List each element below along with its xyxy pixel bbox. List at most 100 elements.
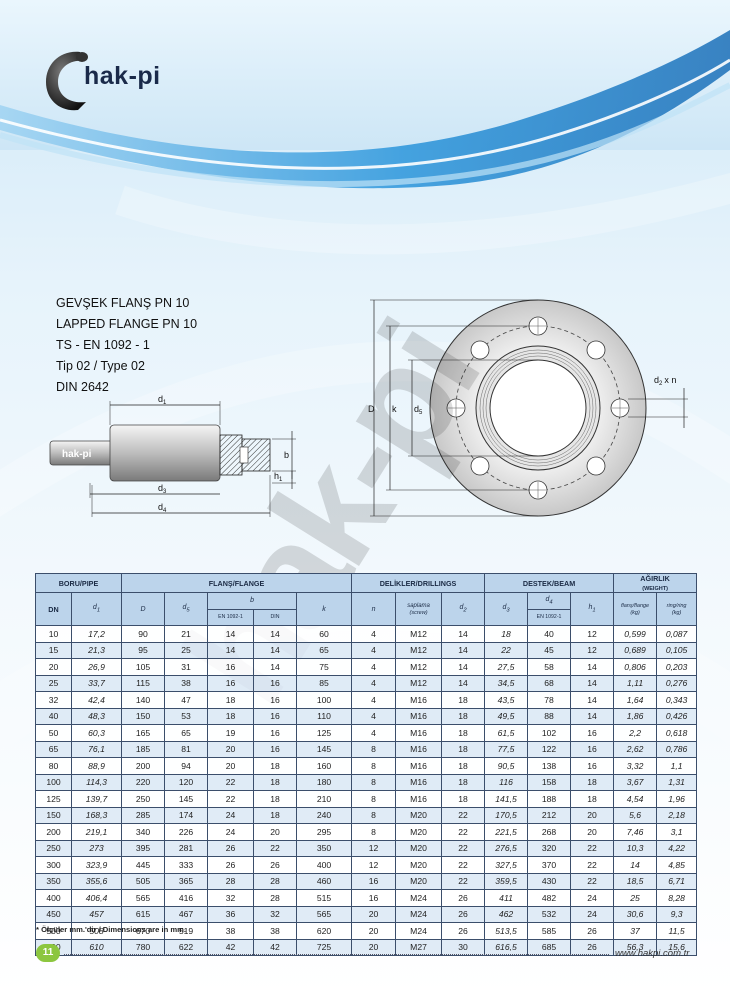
label-d5: d <box>414 404 419 414</box>
table-cell: 94 <box>164 757 209 775</box>
table-cell: 219,1 <box>70 823 123 841</box>
table-cell: 65 <box>35 740 72 758</box>
table-cell: 585 <box>527 922 572 940</box>
table-cell: 4 <box>351 691 397 709</box>
table-cell: 78 <box>527 691 572 709</box>
table-cell: 21 <box>164 625 209 643</box>
label-d3: d <box>158 483 163 493</box>
table-cell: 22 <box>441 823 486 841</box>
table-cell: 174 <box>164 806 209 824</box>
table-cell: 16 <box>207 674 255 692</box>
table-cell: 0,203 <box>656 658 698 676</box>
table-cell: 4 <box>351 707 397 725</box>
table-cell: 0,426 <box>656 707 698 725</box>
table-cell: 16 <box>253 674 298 692</box>
table-cell: M24 <box>395 922 443 940</box>
table-cell: 212 <box>527 806 572 824</box>
table-cell: 170,5 <box>484 806 529 824</box>
table-cell: 250 <box>121 790 166 808</box>
table-cell: 16 <box>570 724 615 742</box>
table-cell: 185 <box>121 740 166 758</box>
table-cell: 141,5 <box>484 790 529 808</box>
svg-text:h1: h1 <box>274 471 283 483</box>
table-cell: 615 <box>121 905 166 923</box>
table-cell: 240 <box>296 806 353 824</box>
table-cell: 14 <box>570 658 615 676</box>
table-cell: 462 <box>484 905 529 923</box>
table-cell: 22 <box>570 872 615 890</box>
label-h1-sub: 1 <box>279 477 283 483</box>
title-line-din: DIN 2642 <box>56 380 109 394</box>
col-d5: d5 <box>164 592 209 626</box>
table-cell: 320 <box>527 839 572 857</box>
table-cell: 8 <box>351 773 397 791</box>
table-cell: 28 <box>253 872 298 890</box>
table-cell: 28 <box>253 889 298 907</box>
table-cell: 16 <box>207 658 255 676</box>
table-cell: 14 <box>441 674 486 692</box>
table-cell: 22 <box>207 773 255 791</box>
table-cell: 20 <box>351 922 397 940</box>
svg-text:d3: d3 <box>158 483 167 495</box>
table-cell: 43,5 <box>484 691 529 709</box>
table-cell: 49,5 <box>484 707 529 725</box>
table-cell: 1,96 <box>656 790 698 808</box>
table-cell: 17,2 <box>70 625 123 643</box>
table-cell: 8,28 <box>656 889 698 907</box>
table-cell: 65 <box>164 724 209 742</box>
table-cell: 80 <box>35 757 72 775</box>
table-cell: 158 <box>527 773 572 791</box>
table-cell: 9,3 <box>656 905 698 923</box>
table-cell: 18,5 <box>613 872 658 890</box>
table-cell: 8 <box>351 823 397 841</box>
table-cell: 140 <box>121 691 166 709</box>
table-cell: 37 <box>613 922 658 940</box>
table-cell: 14 <box>253 658 298 676</box>
table-cell: 1,64 <box>613 691 658 709</box>
table-cell: 327,5 <box>484 856 529 874</box>
table-cell: 18 <box>441 707 486 725</box>
table-cell: 460 <box>296 872 353 890</box>
table-cell: 430 <box>527 872 572 890</box>
table-cell: 120 <box>164 773 209 791</box>
table-cell: 200 <box>121 757 166 775</box>
table-cell: 2,18 <box>656 806 698 824</box>
table-cell: 14 <box>441 658 486 676</box>
table-cell: 76,1 <box>70 740 123 758</box>
table-cell: 30 <box>441 938 486 956</box>
table-cell: 14 <box>441 641 486 659</box>
table-cell: 350 <box>35 872 72 890</box>
table-cell: 5,6 <box>613 806 658 824</box>
table-cell: 4,54 <box>613 790 658 808</box>
table-cell: 2,62 <box>613 740 658 758</box>
table-cell: 14 <box>570 691 615 709</box>
table-cell: 4 <box>351 641 397 659</box>
table-cell: 670 <box>121 922 166 940</box>
table-cell: 725 <box>296 938 353 956</box>
table-cell: 38 <box>207 922 255 940</box>
table-cell: 100 <box>296 691 353 709</box>
table-cell: 14 <box>441 625 486 643</box>
group-weight: AĞIRLIK(WEIGHT) <box>613 573 698 593</box>
table-cell: 370 <box>527 856 572 874</box>
table-cell: 26 <box>207 856 255 874</box>
table-cell: 22 <box>253 839 298 857</box>
table-cell: 10,3 <box>613 839 658 857</box>
label-d2: d <box>654 375 659 385</box>
table-cell: 28 <box>207 872 255 890</box>
table-cell: M16 <box>395 757 443 775</box>
table-cell: 300 <box>35 856 72 874</box>
website-url[interactable]: www.hakpi.com.tr <box>615 948 690 959</box>
table-cell: 20 <box>351 938 397 956</box>
title-line-standard: TS - EN 1092 - 1 <box>56 338 150 352</box>
table-cell: 14 <box>570 674 615 692</box>
table-cell: 210 <box>296 790 353 808</box>
